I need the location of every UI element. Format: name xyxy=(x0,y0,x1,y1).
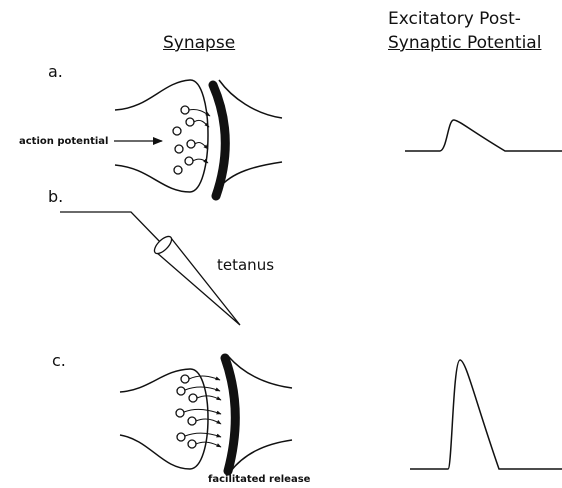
postsynaptic-cell-top-c xyxy=(228,356,292,388)
release-arrows-c xyxy=(184,376,221,447)
postsynaptic-membrane-a xyxy=(213,85,225,196)
vesicles-a xyxy=(173,106,195,174)
synapse-c xyxy=(120,356,292,472)
epsp-trace-a xyxy=(405,120,562,151)
electrode-needle xyxy=(156,238,240,325)
tetanus-electrode xyxy=(60,212,240,325)
postsynaptic-cell-top-a xyxy=(219,80,282,118)
synapse-a xyxy=(115,80,282,196)
postsynaptic-membrane-c xyxy=(225,358,235,471)
postsynaptic-cell-bottom-c xyxy=(230,440,292,472)
electrode-wire xyxy=(60,212,163,245)
epsp-trace-c xyxy=(410,360,562,469)
presynaptic-terminal-a xyxy=(115,80,208,192)
postsynaptic-cell-bottom-a xyxy=(219,162,282,188)
